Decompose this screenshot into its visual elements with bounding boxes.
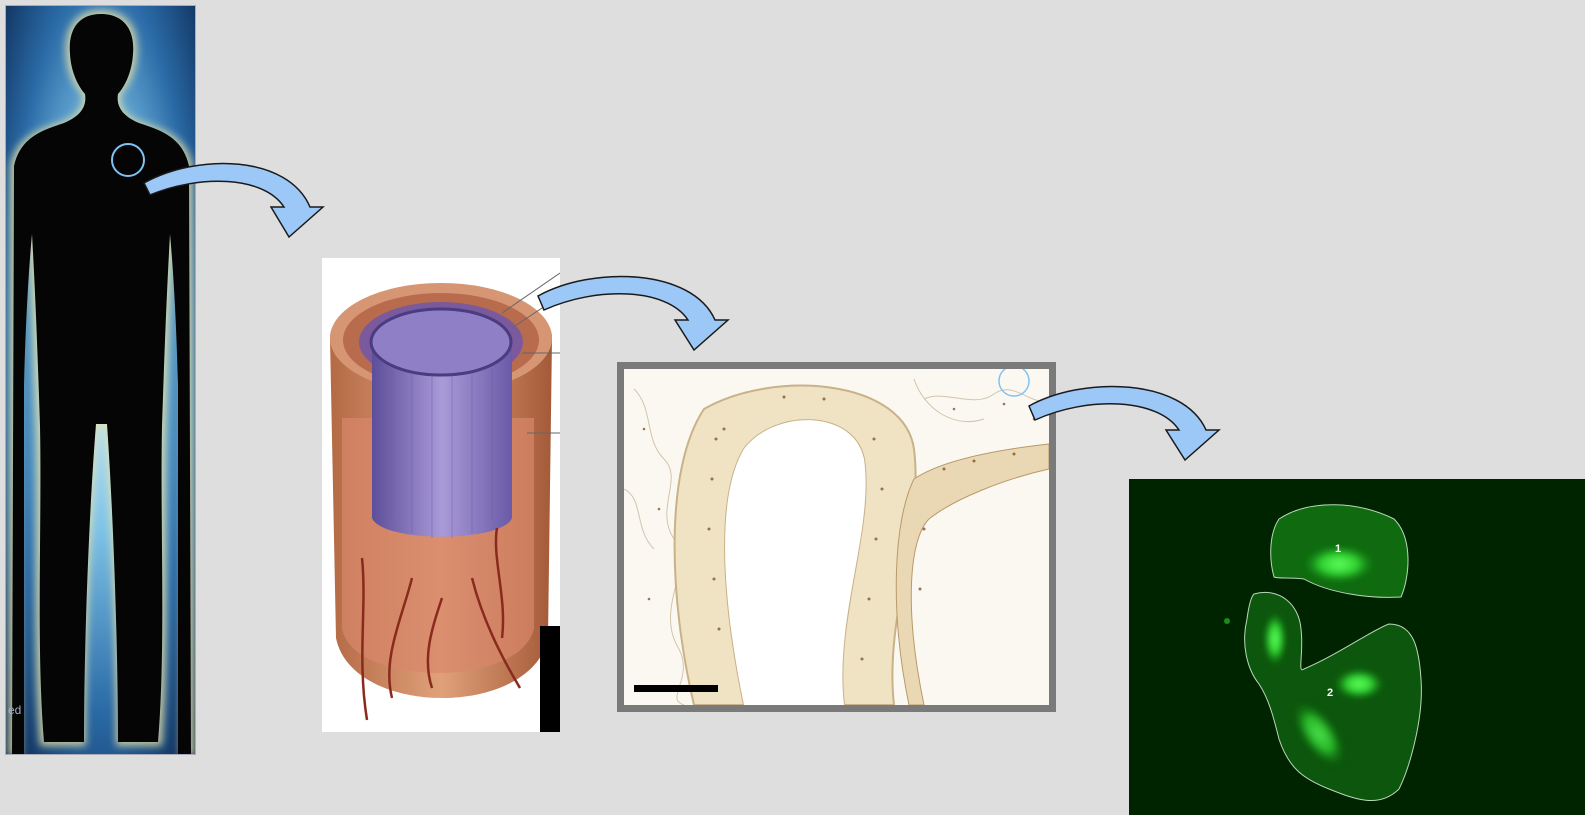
fluorescent-cells-image: 1 2	[1129, 479, 1585, 815]
curved-arrow-icon	[1023, 378, 1243, 463]
human-silhouette-icon	[6, 6, 196, 755]
cell-label-1: 1	[1335, 543, 1341, 555]
black-bar	[540, 626, 560, 732]
curved-arrow-icon	[138, 155, 353, 240]
histology-micrograph	[617, 362, 1056, 712]
blood-vessel-illustration	[322, 258, 560, 732]
tissue-section-icon	[624, 369, 1049, 705]
curved-arrow-icon	[532, 268, 752, 353]
fluorescent-cells-icon	[1129, 479, 1585, 815]
edge-text: ed	[8, 703, 21, 717]
cell-label-2: 2	[1327, 687, 1333, 699]
scale-bar	[634, 685, 718, 692]
human-body-image: ed	[5, 5, 196, 755]
blood-vessel-icon	[322, 258, 560, 732]
